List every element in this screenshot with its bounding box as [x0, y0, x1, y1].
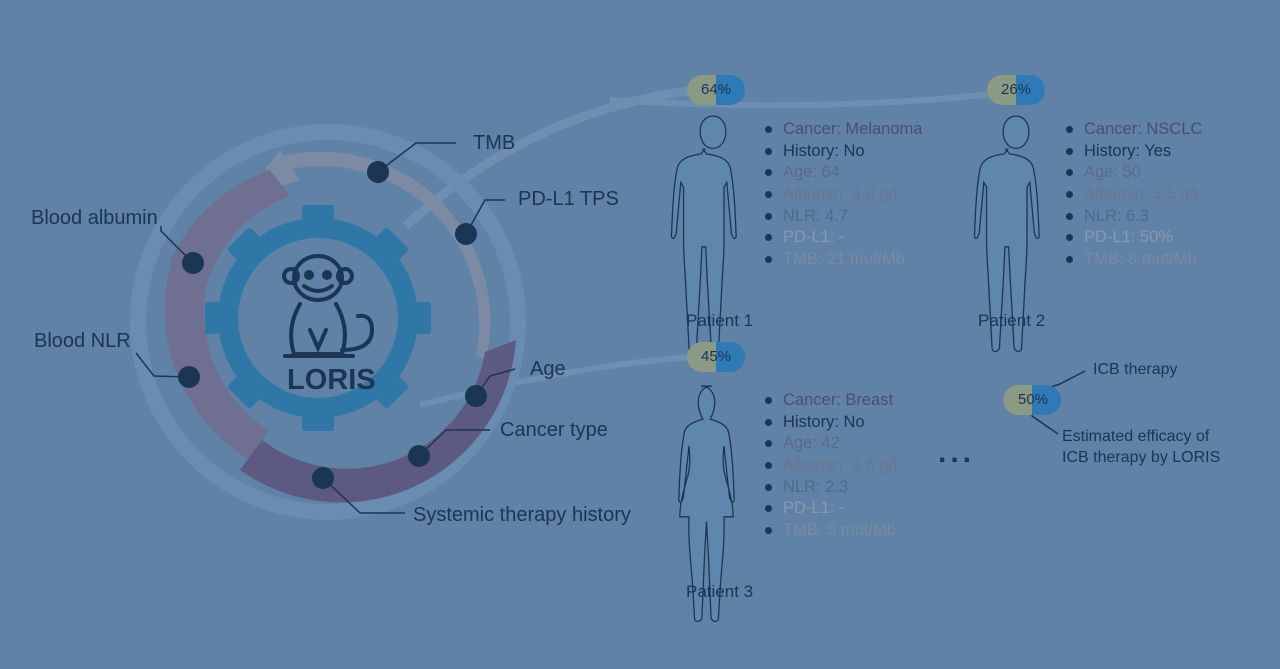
list-item: NLR: 4.7: [763, 208, 922, 230]
patient-1-name: Patient 1: [686, 311, 754, 330]
list-item: Albumin: 3.5 g/L: [1064, 186, 1203, 208]
feature-label-therapy-history: Systemic therapy history: [413, 504, 631, 526]
connector-patient-3: [419, 353, 713, 408]
legend-efficacy-line-2: ICB therapy by LORIS: [1062, 449, 1221, 466]
legend-icb-label: ICB therapy: [1093, 361, 1178, 378]
legend-efficacy-line-1: Estimated efficacy of: [1062, 428, 1210, 445]
list-item: History: Yes: [1064, 143, 1203, 165]
list-item: TMB: 5 mut/Mb: [763, 522, 902, 544]
patient-2-efficacy: 26%: [1000, 81, 1032, 98]
patient-3-efficacy: 45%: [700, 348, 732, 365]
list-item: Age: 50: [1064, 164, 1203, 186]
ring-arc-top: [282, 151, 491, 360]
patient-3-efficacy-pill: [687, 342, 745, 372]
list-item: PD-L1: -: [763, 229, 922, 251]
legend-efficacy-pill: [1003, 385, 1061, 415]
feature-label-age: Age: [530, 358, 566, 380]
legend-example-efficacy: 50%: [1017, 391, 1049, 408]
list-item: History: No: [763, 414, 902, 436]
list-item: Age: 42: [763, 435, 902, 457]
patient-1-efficacy: 64%: [700, 81, 732, 98]
list-item: PD-L1: -: [763, 500, 902, 522]
list-item: TMB: 21 mut/Mb: [763, 251, 922, 273]
list-item: Cancer: Breast: [763, 392, 902, 414]
patient-2-features: Cancer: NSCLC History: Yes Age: 50 Album…: [1064, 121, 1203, 273]
monkey-mascot-icon: [282, 254, 375, 358]
list-item: TMB: 8 mut/Mb: [1064, 251, 1203, 273]
ring-halo: [130, 124, 526, 520]
feature-label-tmb: TMB: [473, 132, 516, 154]
feature-label-albumin: Blood albumin: [31, 207, 158, 229]
list-item: Age: 64: [763, 164, 922, 186]
connector-patient-1: [402, 83, 713, 230]
feature-label-nlr: Blood NLR: [34, 330, 131, 352]
more-patients-ellipsis: ...: [938, 436, 976, 469]
ring-arc-bottom: [240, 340, 516, 503]
patient-2-efficacy-pill: [987, 75, 1045, 105]
gear-icon: [205, 205, 431, 431]
list-item: Cancer: Melanoma: [763, 121, 922, 143]
feature-label-pdl1: PD-L1 TPS: [518, 188, 619, 210]
patient-1-features: Cancer: Melanoma History: No Age: 64 Alb…: [763, 121, 922, 273]
connector-patient-2: [609, 89, 1013, 109]
patient-1-efficacy-pill: [687, 75, 745, 105]
patient-3-name: Patient 3: [686, 582, 754, 601]
efficacy-pills: [687, 75, 1061, 415]
feature-label-cancer-type: Cancer type: [500, 419, 608, 441]
patient-3-features: Cancer: Breast History: No Age: 42 Album…: [763, 392, 902, 544]
list-item: Albumin: 4.6 g/L: [763, 457, 902, 479]
list-item: Albumin: 4.8 g/L: [763, 186, 922, 208]
logo-text: LORIS: [287, 364, 376, 396]
list-item: Cancer: NSCLC: [1064, 121, 1203, 143]
list-item: History: No: [763, 143, 922, 165]
ring-arc-left: [164, 260, 268, 460]
list-item: PD-L1: 50%: [1064, 229, 1203, 251]
list-item: NLR: 6.3: [1064, 208, 1203, 230]
patient-2-name: Patient 2: [978, 311, 1046, 330]
list-item: NLR: 2.3: [763, 479, 902, 501]
